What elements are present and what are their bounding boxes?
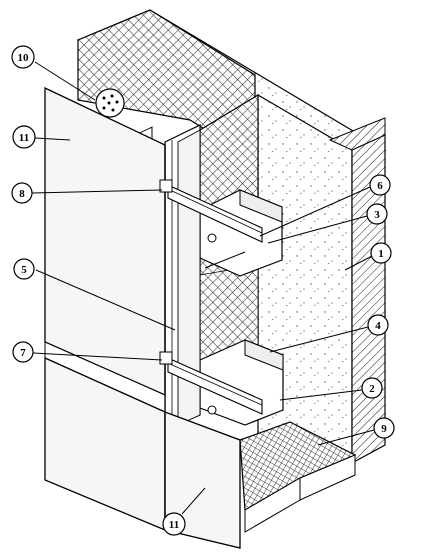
svg-text:5: 5	[21, 264, 27, 276]
svg-text:10: 10	[18, 52, 30, 64]
callout-5: 5	[13, 258, 35, 280]
callout-11-top: 11	[12, 125, 36, 149]
cladding-panels	[44, 86, 241, 549]
callout-1: 1	[370, 242, 392, 264]
panel-clips	[159, 179, 173, 365]
svg-text:11: 11	[169, 519, 179, 531]
svg-text:7: 7	[20, 347, 26, 359]
callout-4: 4	[367, 314, 389, 336]
horizontal-rails	[167, 184, 263, 415]
svg-text:11: 11	[19, 132, 29, 144]
callout-10: 10	[11, 45, 35, 69]
svg-text:8: 8	[19, 188, 25, 200]
slab-insulation	[239, 421, 357, 533]
callout-11-bottom: 11	[162, 512, 186, 536]
svg-text:2: 2	[369, 383, 375, 395]
callout-8: 8	[11, 182, 33, 204]
callout-9: 9	[373, 417, 395, 439]
svg-text:4: 4	[375, 320, 381, 332]
svg-text:9: 9	[381, 423, 387, 435]
callout-2: 2	[361, 377, 383, 399]
svg-text:1: 1	[378, 248, 384, 260]
callout-3: 3	[366, 203, 388, 225]
svg-text:3: 3	[374, 209, 380, 221]
svg-text:6: 6	[377, 180, 383, 192]
leader-lines	[31, 61, 375, 515]
anchor-bolt-icon	[95, 88, 125, 118]
callout-6: 6	[369, 174, 391, 196]
callout-7: 7	[12, 341, 34, 363]
